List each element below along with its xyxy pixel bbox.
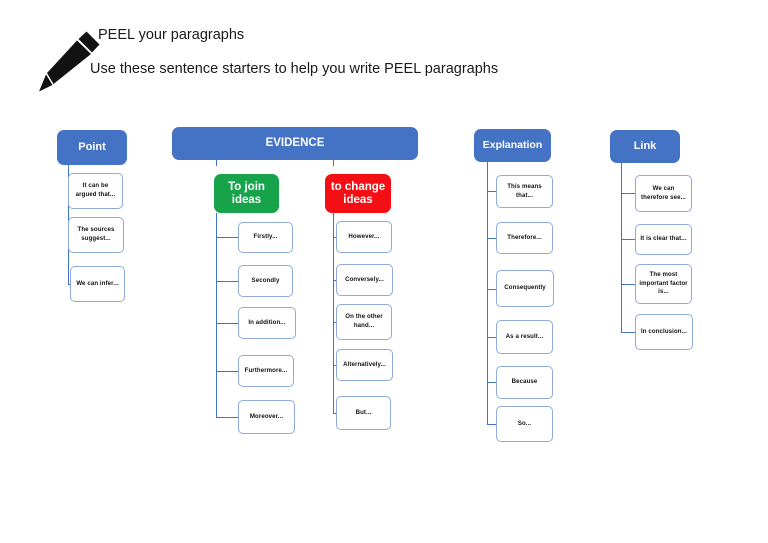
connector-stub-change-3 xyxy=(333,322,338,323)
connector-stub-join-5 xyxy=(216,417,238,418)
node-join-2[interactable]: Secondly xyxy=(238,265,293,297)
title-line-2: Use these sentence starters to help you … xyxy=(90,61,499,77)
header-link[interactable]: Link xyxy=(610,130,680,163)
node-change-4[interactable]: Alternatively... xyxy=(336,349,393,381)
node-explanation-4[interactable]: As a result... xyxy=(496,320,553,354)
connector-stub-exp-3 xyxy=(487,289,497,290)
header-to-change-ideas[interactable]: to change ideas xyxy=(325,174,391,213)
node-explanation-3[interactable]: Consequently xyxy=(496,270,554,307)
header-explanation[interactable]: Explanation xyxy=(474,129,551,162)
node-link-4[interactable]: In conclusion... xyxy=(635,314,693,350)
node-explanation-5[interactable]: Because xyxy=(496,366,553,399)
pencil-icon xyxy=(39,31,100,92)
node-explanation-2[interactable]: Therefore... xyxy=(496,222,553,254)
connector-stub-change-4 xyxy=(333,365,338,366)
title-block: PEEL your paragraphs Use these sentence … xyxy=(36,26,656,98)
connector-trunk-change-2 xyxy=(333,213,334,413)
node-point-1[interactable]: It can be argued that... xyxy=(68,173,123,209)
connector-stub-link-4 xyxy=(621,332,636,333)
connector-trunk-explanation xyxy=(487,162,488,424)
header-to-join-ideas[interactable]: To join ideas xyxy=(214,174,279,213)
connector-trunk-join xyxy=(216,160,217,166)
node-link-1[interactable]: We can therefore see... xyxy=(635,175,692,212)
connector-stub-exp-1 xyxy=(487,191,497,192)
connector-stub-link-3 xyxy=(621,284,636,285)
header-point[interactable]: Point xyxy=(57,130,127,165)
node-join-1[interactable]: Firstly... xyxy=(238,222,293,253)
node-change-3[interactable]: On the other hand... xyxy=(336,304,392,340)
connector-stub-exp-6 xyxy=(487,424,497,425)
connector-stub-change-1 xyxy=(333,237,338,238)
node-change-1[interactable]: However... xyxy=(336,221,392,253)
node-explanation-6[interactable]: So... xyxy=(496,406,553,442)
node-join-3[interactable]: In addition... xyxy=(238,307,296,339)
connector-stub-join-4 xyxy=(216,371,238,372)
node-join-5[interactable]: Moreover... xyxy=(238,400,295,434)
connector-stub-change-5 xyxy=(333,413,338,414)
node-change-2[interactable]: Conversely... xyxy=(336,264,393,296)
node-change-5[interactable]: But... xyxy=(336,396,391,430)
connector-trunk-change xyxy=(333,160,334,166)
connector-trunk-join-2 xyxy=(216,213,217,417)
connector-stub-join-2 xyxy=(216,281,238,282)
title-line-1: PEEL your paragraphs xyxy=(98,27,245,43)
node-explanation-1[interactable]: This means that... xyxy=(496,175,553,208)
connector-stub-join-1 xyxy=(216,237,238,238)
connector-stub-change-2 xyxy=(333,280,338,281)
connector-stub-link-2 xyxy=(621,239,636,240)
connector-trunk-link xyxy=(621,163,622,333)
connector-stub-link-1 xyxy=(621,193,636,194)
node-point-3[interactable]: We can infer... xyxy=(70,266,125,302)
node-join-4[interactable]: Furthermore... xyxy=(238,355,294,387)
node-link-3[interactable]: The most important factor is... xyxy=(635,264,692,304)
connector-stub-exp-5 xyxy=(487,382,497,383)
node-point-2[interactable]: The sources suggest... xyxy=(68,217,124,253)
connector-stub-exp-2 xyxy=(487,238,497,239)
connector-stub-exp-4 xyxy=(487,337,497,338)
header-evidence[interactable]: EVIDENCE xyxy=(172,127,418,160)
connector-stub-join-3 xyxy=(216,323,238,324)
node-link-2[interactable]: It is clear that... xyxy=(635,224,692,255)
